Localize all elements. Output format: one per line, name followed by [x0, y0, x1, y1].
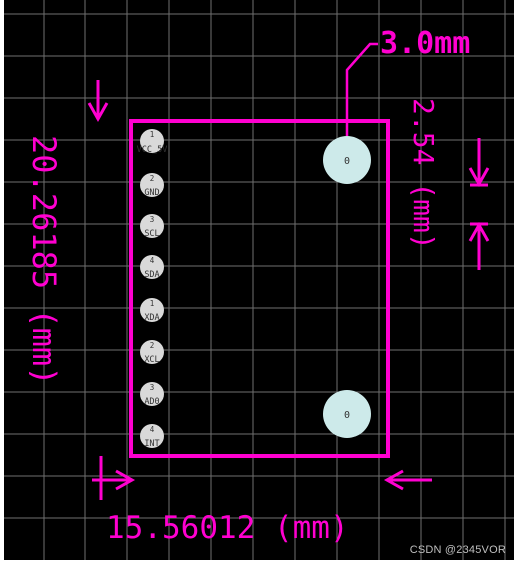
pin-5: 1 XDA: [140, 298, 164, 323]
arrow-up-icon: [468, 221, 490, 270]
pin-number: 2: [150, 341, 155, 350]
width-dimension: 15.56012 (mm): [92, 456, 432, 546]
pin-name: GND: [144, 188, 159, 198]
pin-number: 4: [150, 425, 155, 434]
board-background: [4, 0, 514, 560]
arrow-left-icon: [383, 469, 432, 491]
height-dimension: 20.26185 (mm): [25, 80, 109, 385]
pin-pad: [140, 214, 164, 238]
pitch-label: 2.54 (mm): [407, 98, 440, 250]
pin-pad: [140, 255, 164, 279]
pin-name: XCL: [144, 355, 159, 365]
pitch-dimension: 2.54 (mm): [407, 98, 490, 270]
pin-pad: [140, 173, 164, 197]
pin-7: 3 AD0: [140, 382, 164, 407]
arrow-right-icon: [92, 456, 136, 500]
pin-pad: [140, 424, 164, 448]
pin-pad: [140, 298, 164, 322]
pin-name: SCL: [144, 229, 159, 239]
pin-pad: [140, 340, 164, 364]
pin-6: 2 XCL: [140, 340, 164, 365]
pin-number: 3: [150, 215, 155, 224]
pin-name: VCC_5V: [137, 145, 168, 155]
hole-diameter-callout: 3.0mm: [345, 26, 470, 136]
grid-lines: [4, 0, 514, 560]
pin-pad: [140, 129, 164, 153]
pin-number: 1: [150, 130, 155, 139]
pin-4: 4 SDA: [140, 255, 164, 280]
mounting-hole-label: 0: [344, 156, 350, 167]
width-label: 15.56012 (mm): [106, 510, 349, 546]
module-outline: [129, 119, 390, 458]
pin-number: 1: [150, 299, 155, 308]
height-label: 20.26185 (mm): [25, 135, 63, 385]
pin-name: XDA: [144, 313, 159, 323]
pin-name: INT: [144, 439, 159, 449]
pin-name: AD0: [144, 397, 159, 407]
arrow-down-icon: [468, 138, 490, 188]
pin-2: 2 GND: [140, 173, 164, 198]
mounting-hole-circle: [323, 136, 371, 184]
mounting-hole-bottom: 0: [323, 390, 371, 438]
pin-3: 3 SCL: [140, 214, 164, 239]
pin-name: SDA: [144, 270, 159, 280]
mounting-hole-label: 0: [344, 410, 350, 421]
leader-line: [345, 42, 378, 136]
pin-8: 4 INT: [140, 424, 164, 449]
pin-1: 1 VCC_5V: [137, 129, 168, 155]
mounting-hole-top: 0: [323, 136, 371, 184]
pin-number: 4: [150, 256, 155, 265]
arrow-down-icon: [87, 80, 109, 123]
pin-number: 3: [150, 383, 155, 392]
watermark-text: CSDN @2345VOR: [409, 544, 506, 556]
pin-number: 2: [150, 174, 155, 183]
hole-diameter-label: 3.0mm: [380, 26, 470, 61]
mounting-hole-circle: [323, 390, 371, 438]
pin-pad: [140, 382, 164, 406]
header-pins: 1 VCC_5V 2 GND 3 SCL 4 SDA 1 XDA: [137, 129, 168, 449]
